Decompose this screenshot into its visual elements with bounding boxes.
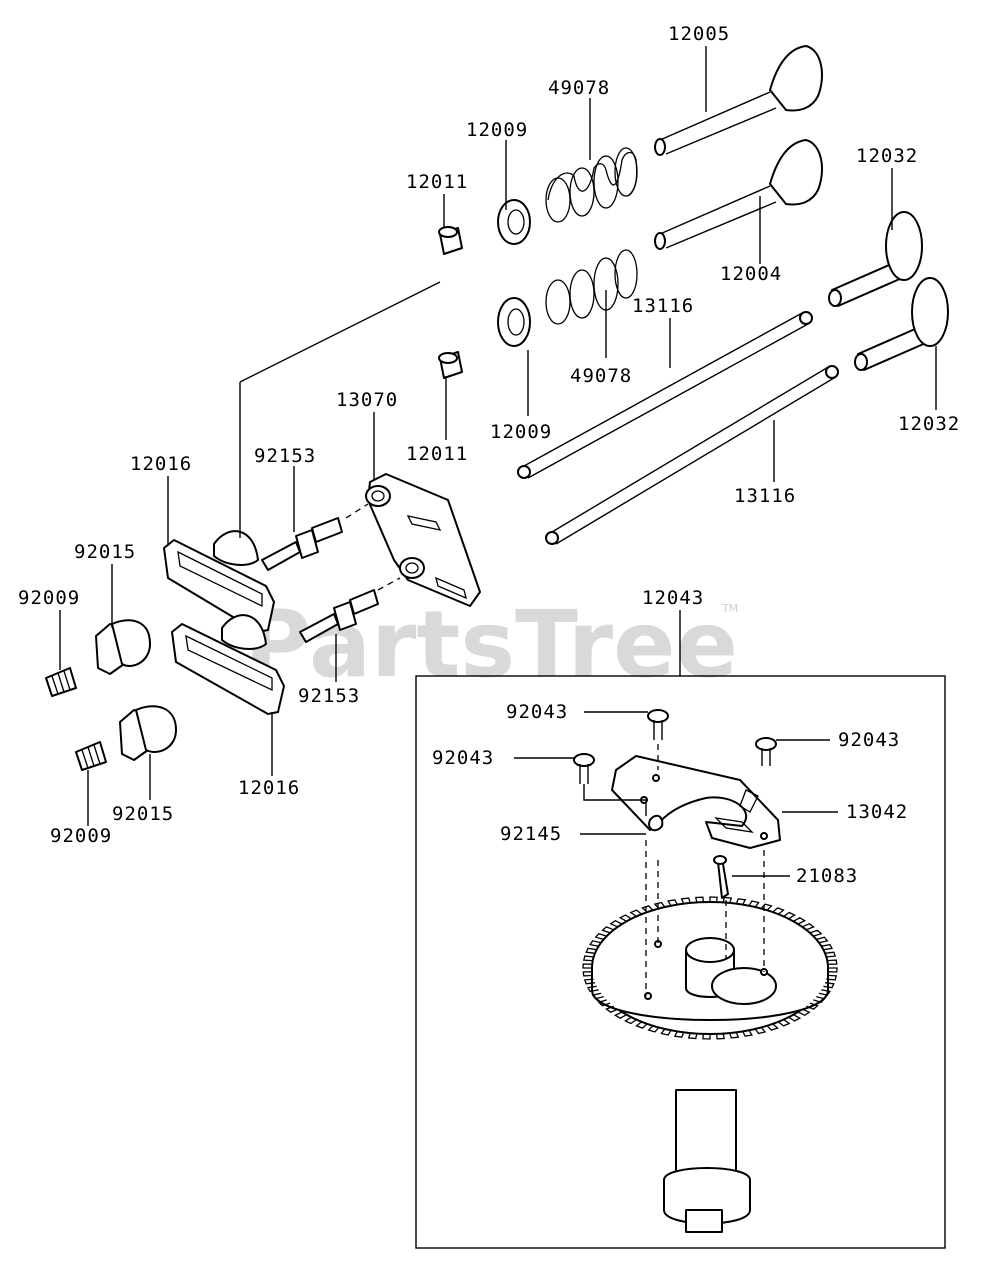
valve-collet-bottom-12011[interactable] bbox=[438, 351, 463, 379]
label-92043-a[interactable]: 92043 bbox=[506, 701, 568, 723]
label-13116-top[interactable]: 13116 bbox=[632, 295, 694, 317]
label-92009-top[interactable]: 92009 bbox=[18, 587, 80, 609]
label-49078-top[interactable]: 49078 bbox=[548, 77, 610, 99]
spring-92145[interactable] bbox=[648, 814, 664, 832]
partstree-watermark: PartsTree bbox=[244, 591, 738, 698]
exhaust-valve-12004[interactable] bbox=[654, 139, 823, 250]
valve-spring-top-49078[interactable] bbox=[545, 147, 638, 223]
adjust-screw-top-92009[interactable] bbox=[45, 667, 77, 697]
label-12016-bottom[interactable]: 12016 bbox=[238, 777, 300, 799]
tappet-top-12032[interactable] bbox=[828, 211, 923, 307]
label-12005[interactable]: 12005 bbox=[668, 23, 730, 45]
rocker-arm-bottom-12016[interactable] bbox=[171, 614, 285, 715]
label-92153-top[interactable]: 92153 bbox=[254, 445, 316, 467]
leader-lines bbox=[59, 46, 937, 877]
label-92145[interactable]: 92145 bbox=[500, 823, 562, 845]
rivet-b-92043[interactable] bbox=[573, 753, 595, 784]
part-labels: 12005 49078 12009 12011 12032 12004 1311… bbox=[18, 23, 960, 887]
label-12011-top[interactable]: 12011 bbox=[406, 171, 468, 193]
label-12009-bottom[interactable]: 12009 bbox=[490, 421, 552, 443]
tappet-bottom-12032[interactable] bbox=[854, 277, 949, 371]
adjust-nut-bottom-92015[interactable] bbox=[119, 705, 177, 761]
label-12009-top[interactable]: 12009 bbox=[466, 119, 528, 141]
valve-spring-bottom-49078[interactable] bbox=[545, 249, 638, 325]
rocker-arm-top-12016[interactable] bbox=[163, 530, 275, 633]
label-92153-bottom[interactable]: 92153 bbox=[298, 685, 360, 707]
label-92043-c[interactable]: 92043 bbox=[838, 729, 900, 751]
label-49078-bottom[interactable]: 49078 bbox=[570, 365, 632, 387]
label-13116-bottom[interactable]: 13116 bbox=[734, 485, 796, 507]
guide-plate-13070[interactable] bbox=[365, 473, 481, 607]
label-13070[interactable]: 13070 bbox=[336, 389, 398, 411]
rivet-c-92043[interactable] bbox=[755, 737, 777, 766]
governor-pin-21083[interactable] bbox=[713, 855, 729, 899]
push-rod-top-13116[interactable] bbox=[517, 311, 813, 479]
adjust-nut-top-92015[interactable] bbox=[95, 619, 151, 675]
rocker-stud-top-92153[interactable] bbox=[261, 517, 343, 571]
label-12043[interactable]: 12043 bbox=[642, 587, 704, 609]
label-92015-bottom[interactable]: 92015 bbox=[112, 803, 174, 825]
camshaft-gear-12043[interactable] bbox=[582, 896, 838, 1233]
label-12032-bottom[interactable]: 12032 bbox=[898, 413, 960, 435]
intake-valve-12005[interactable] bbox=[654, 45, 823, 156]
label-12011-bottom[interactable]: 12011 bbox=[406, 443, 468, 465]
label-92009-bottom[interactable]: 92009 bbox=[50, 825, 112, 847]
label-13042[interactable]: 13042 bbox=[846, 801, 908, 823]
assembly-guides bbox=[345, 503, 765, 996]
label-12004[interactable]: 12004 bbox=[720, 263, 782, 285]
push-rod-bottom-13116[interactable] bbox=[545, 365, 839, 545]
label-21083[interactable]: 21083 bbox=[796, 865, 858, 887]
label-12032-top[interactable]: 12032 bbox=[856, 145, 918, 167]
label-12016-top[interactable]: 12016 bbox=[130, 453, 192, 475]
spring-retainer-bottom-12009[interactable] bbox=[497, 297, 531, 347]
rocker-stud-bottom-92153[interactable] bbox=[299, 589, 379, 643]
valve-collet-top-12011[interactable] bbox=[438, 226, 463, 255]
adjust-screw-bottom-92009[interactable] bbox=[75, 741, 107, 771]
watermark-trademark: TM bbox=[721, 602, 738, 615]
label-92043-b[interactable]: 92043 bbox=[432, 747, 494, 769]
label-92015-top[interactable]: 92015 bbox=[74, 541, 136, 563]
spring-retainer-top-12009[interactable] bbox=[497, 199, 531, 245]
rivet-a-92043[interactable] bbox=[647, 709, 669, 740]
